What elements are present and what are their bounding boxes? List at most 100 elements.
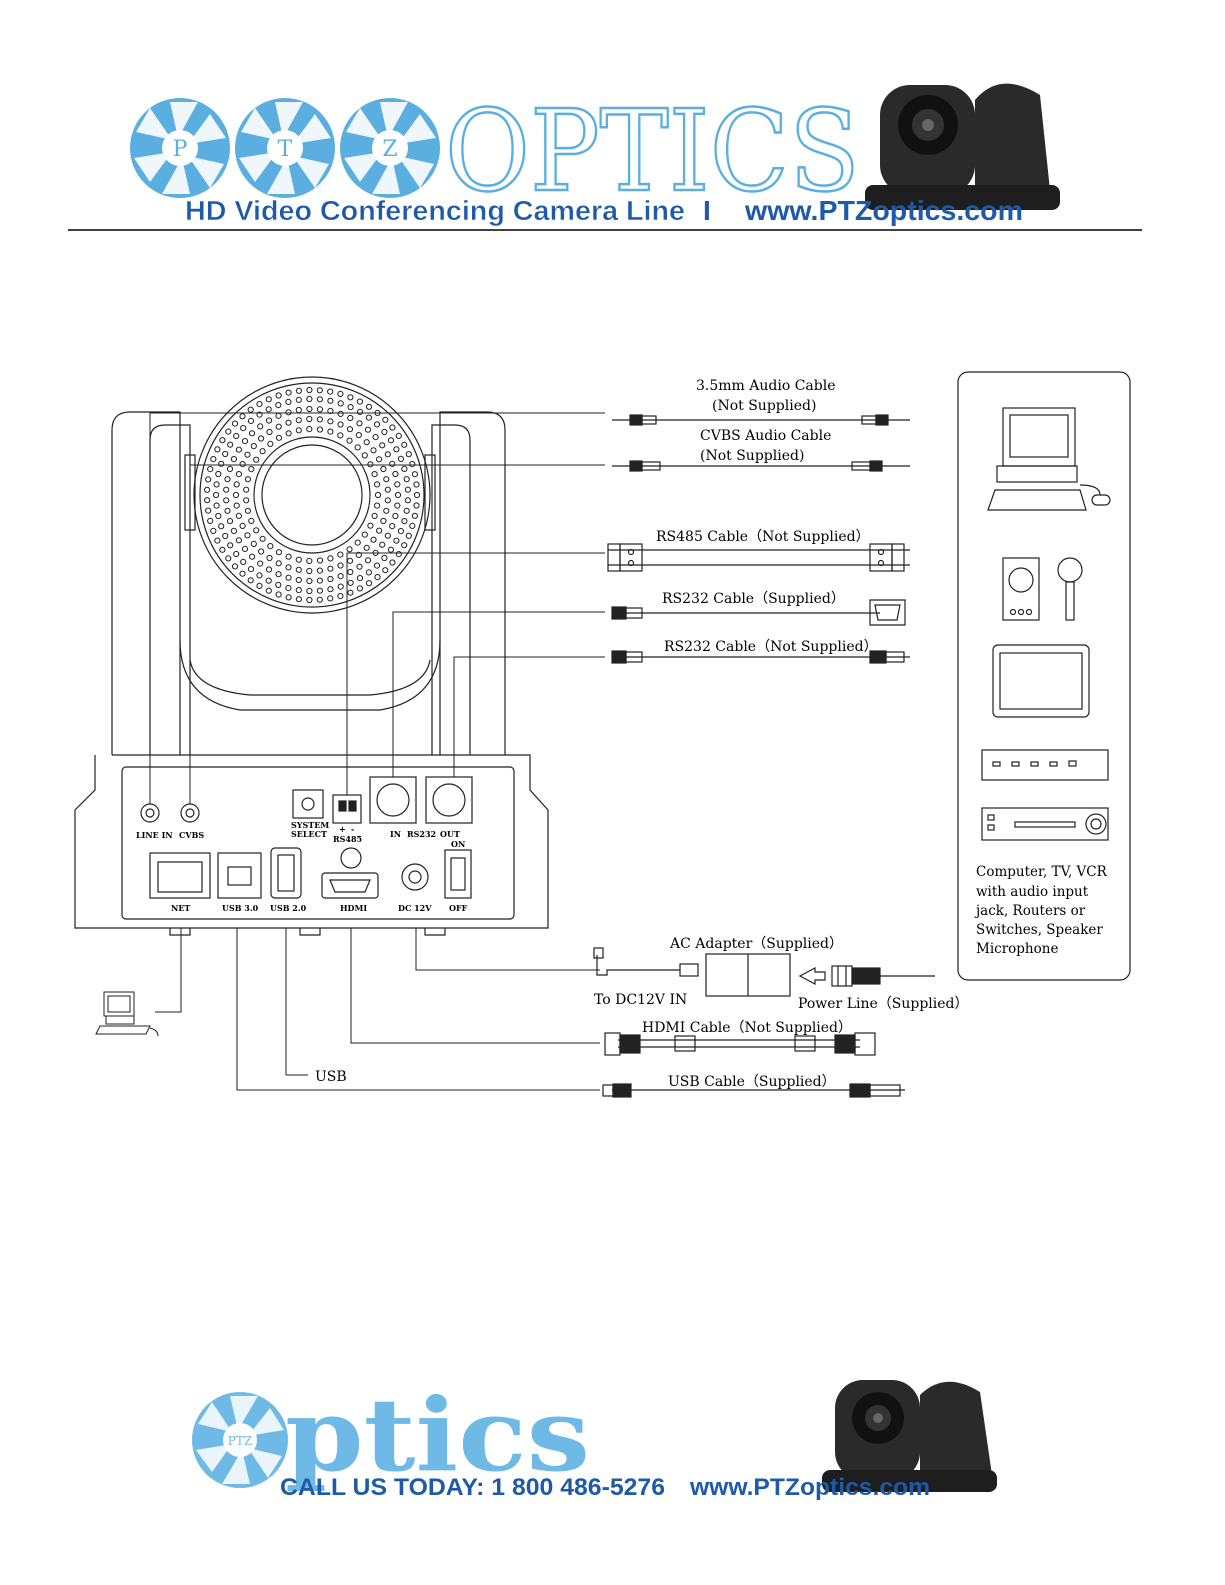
perforation-hole [275, 412, 282, 419]
label-system: SYSTEM [291, 820, 329, 830]
perforation-hole [233, 502, 240, 509]
label-rs485: RS485 [333, 834, 362, 844]
perforation-hole [394, 491, 402, 499]
perforation-hole [213, 481, 220, 488]
perforation-hole [374, 481, 381, 488]
perforation-hole [205, 476, 212, 483]
devices-text-line-5: Microphone [976, 941, 1058, 957]
label-cvbs-cable: CVBS Audio Cable [700, 428, 831, 444]
perforation-hole [258, 548, 265, 555]
perforation-hole [205, 507, 212, 514]
perforation-hole [401, 465, 408, 472]
perforation-hole [365, 403, 373, 410]
perforation-hole [356, 585, 363, 592]
perforation-hole [244, 451, 251, 458]
perforation-hole [204, 497, 211, 504]
perforation-hole [226, 518, 234, 525]
perforation-hole [306, 596, 313, 604]
perforation-hole [371, 512, 378, 520]
perforation-hole [381, 428, 388, 436]
perforation-hole [256, 572, 263, 579]
perforation-hole [395, 551, 402, 558]
perforation-hole [295, 566, 302, 573]
header-banner: P T [68, 83, 1142, 231]
perforation-hole [316, 426, 324, 433]
perforation-hole [295, 417, 302, 424]
perforation-hole [253, 456, 260, 463]
perforation-hole [404, 497, 411, 504]
perforation-hole [327, 595, 334, 602]
perforation-hole [383, 476, 390, 483]
label-off: OFF [449, 903, 468, 913]
perforation-hole [327, 565, 334, 572]
perforation-hole [355, 551, 362, 559]
perforation-hole [210, 527, 217, 535]
perforation-hole [244, 476, 251, 483]
perforation-hole [373, 562, 381, 569]
perforation-hole [316, 557, 324, 564]
label-cvbs-cable-note: (Not Supplied) [700, 448, 804, 464]
perforation-hole [256, 401, 263, 408]
perforation-hole [222, 450, 229, 458]
header-website: www.PTZoptics.com [744, 195, 1023, 226]
perforation-hole [384, 497, 391, 504]
perforation-hole [316, 387, 323, 394]
perforation-hole [387, 437, 394, 444]
perforation-hole [235, 537, 242, 544]
perforation-hole [355, 432, 362, 439]
perforation-hole [239, 413, 246, 420]
perforation-hole [405, 532, 412, 539]
perforation-hole [370, 447, 377, 454]
back-panel-ports [140, 776, 473, 899]
perforation-hole [387, 546, 394, 553]
perforation-hole [267, 440, 274, 447]
ptz-aperture-logo: P T [130, 98, 440, 198]
perforation-hole [356, 420, 363, 427]
perforation-hole [389, 559, 396, 566]
perforation-hole [213, 502, 220, 509]
perforation-hole [257, 560, 264, 567]
perforation-hole [337, 421, 344, 428]
perforation-hole [316, 577, 323, 584]
perforation-hole [265, 577, 272, 584]
perforation-hole [256, 582, 263, 590]
perforation-hole [285, 419, 292, 426]
perforation-hole [239, 522, 246, 530]
perforation-hole [306, 567, 313, 575]
perforation-hole [241, 545, 249, 553]
perforation-hole [361, 452, 368, 459]
perforation-hole [316, 567, 323, 574]
vcr-device-icon [981, 807, 1109, 841]
perforation-hole [394, 502, 401, 509]
perforation-hole [285, 553, 292, 560]
perforation-hole [316, 396, 323, 403]
perforation-hole [241, 438, 249, 445]
perforation-hole [363, 439, 370, 446]
perforation-hole [354, 444, 361, 451]
perforation-hole [258, 435, 265, 442]
logo-letter-z: Z [382, 137, 397, 162]
perforation-hole [250, 540, 257, 548]
logo-letter-p: P [173, 137, 188, 162]
perforation-hole [306, 557, 313, 565]
perforation-hole [219, 437, 226, 444]
perforation-hole [356, 575, 364, 582]
perforation-hole [393, 446, 400, 453]
perforation-hole [244, 507, 251, 514]
perforation-hole [239, 461, 246, 468]
perforation-hole [380, 517, 387, 525]
perforation-hole [235, 471, 242, 478]
label-cvbs: CVBS [179, 830, 204, 840]
perforation-hole [248, 517, 255, 525]
perforation-hole [265, 417, 273, 424]
label-usb30: USB 3.0 [222, 903, 259, 913]
perforation-hole [337, 573, 344, 580]
perforation-hole [285, 430, 292, 437]
perforation-hole [230, 456, 237, 463]
perforation-hole [401, 441, 408, 448]
perforation-hole [403, 476, 410, 483]
perforation-hole [265, 587, 272, 594]
perforation-hole [316, 406, 323, 413]
perforation-hole [376, 456, 383, 463]
perforation-hole [225, 555, 232, 562]
